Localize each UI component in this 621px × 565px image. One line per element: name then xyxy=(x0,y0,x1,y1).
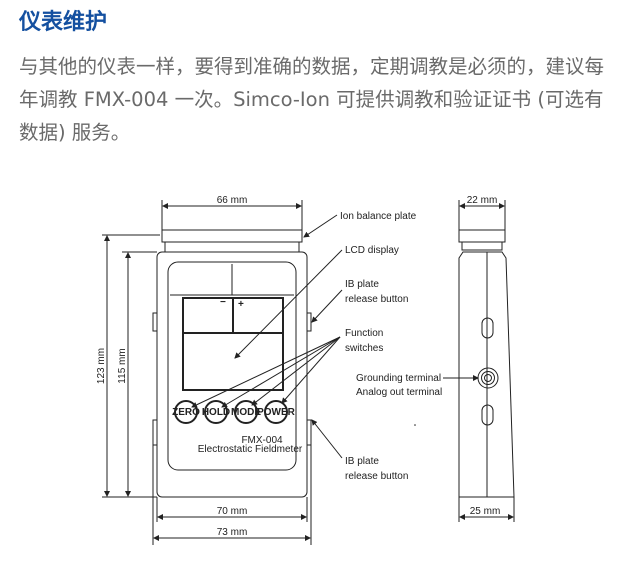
power-button: POWER xyxy=(257,407,296,418)
model-sublabel: Electrostatic Fieldmeter xyxy=(198,444,303,455)
zero-button: ZERO xyxy=(172,407,200,418)
label-grounding-terminal: Grounding terminal xyxy=(356,373,441,384)
label-function: Function xyxy=(345,328,383,339)
label-ion-balance-plate: Ion balance plate xyxy=(340,211,417,222)
label-switches: switches xyxy=(345,343,383,354)
dim-25mm: 25 mm xyxy=(470,506,501,517)
ion-balance-plate xyxy=(161,229,303,243)
front-view: 66 mm − + ZERO HOLD MODE POWER FMX-004 E… xyxy=(96,195,312,545)
dim-73mm: 73 mm xyxy=(217,527,248,538)
lcd-plus: + xyxy=(238,299,244,310)
hold-button: HOLD xyxy=(202,407,230,418)
maintenance-paragraph: 与其他的仪表一样，要得到准确的数据，定期调教是必须的，建议每年调教 FMX-00… xyxy=(19,55,605,144)
dim-66mm: 66 mm xyxy=(217,195,248,206)
model-label: FMX-004 xyxy=(241,435,283,446)
lcd-minus: − xyxy=(220,297,226,308)
label-ib-plate-bottom: IB plate xyxy=(345,456,379,467)
section-heading: 仪表维护 xyxy=(19,10,108,35)
function-switches: ZERO HOLD MODE POWER xyxy=(172,400,296,424)
label-lcd-display: LCD display xyxy=(345,245,399,256)
label-release-button-bottom: release button xyxy=(345,471,408,482)
callouts: Ion balance plate LCD display IB plate r… xyxy=(191,211,479,482)
mode-button: MODE xyxy=(231,407,261,418)
grounding-terminal xyxy=(477,367,499,389)
dim-123mm: 123 mm xyxy=(96,348,107,384)
label-release-button-top: release button xyxy=(345,294,408,305)
dim-22mm: 22 mm xyxy=(467,195,498,206)
side-view: 22 mm 25 mm xyxy=(458,195,515,522)
label-ib-plate-top: IB plate xyxy=(345,279,379,290)
dim-70mm: 70 mm xyxy=(217,506,248,517)
dim-115mm: 115 mm xyxy=(117,348,128,383)
label-analog-out-terminal: Analog out terminal xyxy=(356,387,442,398)
